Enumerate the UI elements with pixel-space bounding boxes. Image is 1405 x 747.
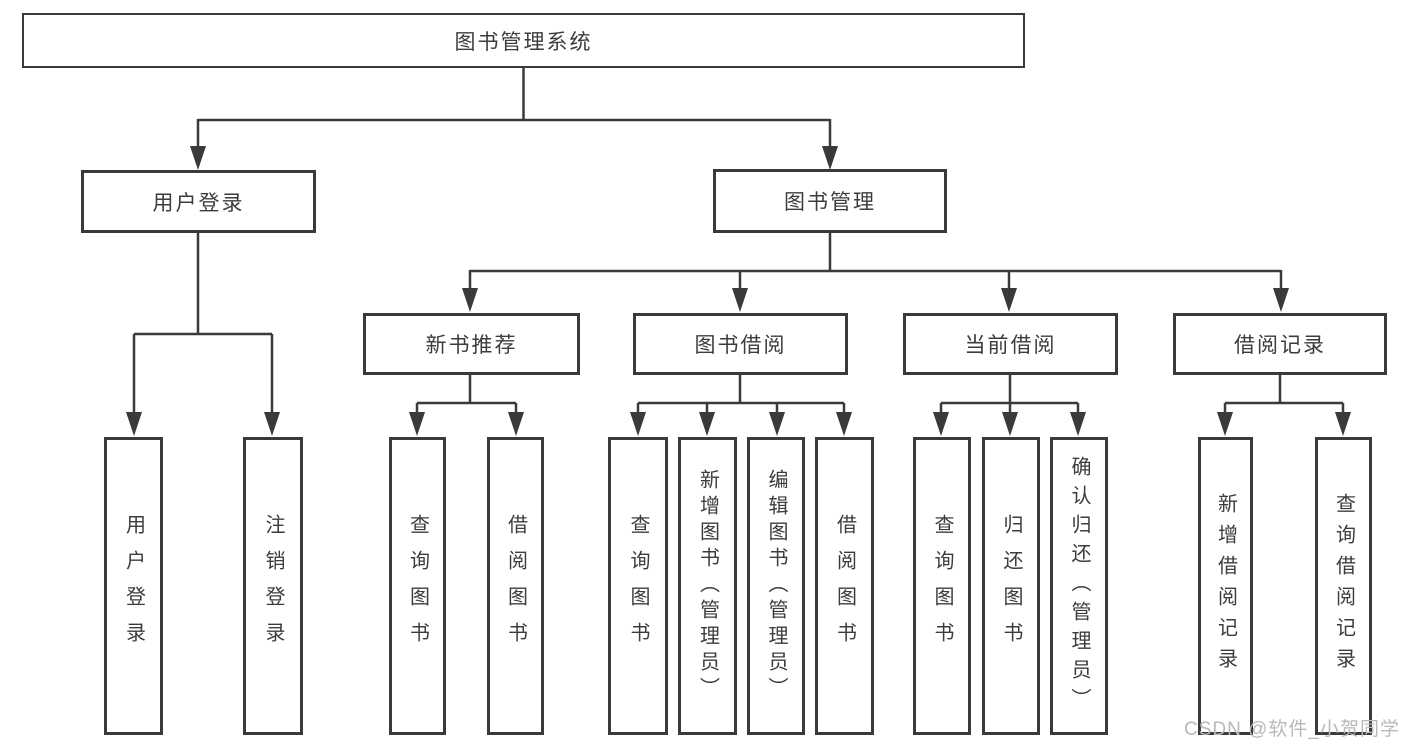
arrowhead [508,412,524,436]
leaf-label: 查询图书 [406,514,429,658]
leaf-query-books-borrow: 查询图书 [608,437,668,735]
arrowhead [822,146,838,170]
leaf-label: 借阅图书 [504,514,527,658]
leaf-logout: 注销登录 [243,437,303,735]
arrowheads [126,146,1351,436]
leaf-label: 确认归还（管理员） [1068,455,1090,717]
node-book-management: 图书管理 [713,169,947,233]
leaf-borrow-books: 借阅图书 [815,437,874,735]
leaf-query-books-recommend: 查询图书 [389,437,446,735]
arrowhead [1002,412,1018,436]
arrowhead [409,412,425,436]
arrowhead [1217,412,1233,436]
leaf-label: 编辑图书（管理员） [765,469,787,703]
leaf-query-borrow-record: 查询借阅记录 [1315,437,1372,735]
arrowhead [732,288,748,312]
node-label: 借阅记录 [1234,334,1326,357]
arrowhead [836,412,852,436]
node-label: 用户登录 [152,191,245,215]
node-label: 图书借阅 [694,334,787,357]
leaf-label: 查询图书 [931,514,953,658]
arrowhead [462,288,478,312]
node-library-management-system: 图书管理系统 [22,13,1025,68]
arrowhead [1335,412,1351,436]
node-new-book-recommend: 新书推荐 [363,313,580,375]
leaf-edit-books-admin: 编辑图书（管理员） [747,437,805,735]
leaf-add-books-admin: 新增图书（管理员） [678,437,737,735]
node-label: 图书管理 [784,191,876,214]
leaf-label: 归还图书 [1000,514,1022,658]
leaf-borrow-books-recommend: 借阅图书 [487,437,544,735]
arrowhead [699,412,715,436]
arrowhead [933,412,949,436]
arrowhead [769,412,785,436]
arrowhead [1001,288,1017,312]
leaf-query-books-current: 查询图书 [913,437,971,735]
node-label: 当前借阅 [964,334,1057,357]
node-borrow-records: 借阅记录 [1173,313,1387,375]
arrowhead [190,146,206,170]
leaf-label: 查询借阅记录 [1332,493,1355,679]
leaf-confirm-return-admin: 确认归还（管理员） [1050,437,1108,735]
leaf-label: 用户登录 [122,514,145,658]
leaf-return-books: 归还图书 [982,437,1040,735]
node-label: 新书推荐 [425,334,518,357]
node-current-borrow: 当前借阅 [903,313,1118,375]
arrowhead [630,412,646,436]
leaf-label: 新增图书（管理员） [696,469,719,703]
node-label: 图书管理系统 [454,30,593,54]
leaf-label: 查询图书 [627,514,649,658]
arrowhead [264,412,280,436]
node-book-borrow: 图书借阅 [633,313,848,375]
node-user-login: 用户登录 [81,170,316,233]
leaf-label: 新增借阅记录 [1214,493,1237,679]
arrowhead [1273,288,1289,312]
leaf-label: 借阅图书 [833,514,856,658]
arrowhead [1070,412,1086,436]
leaf-user-login: 用户登录 [104,437,163,735]
csdn-watermark: CSDN @软件_小贺同学 [1184,719,1400,740]
leaf-add-borrow-record: 新增借阅记录 [1198,437,1253,735]
leaf-label: 注销登录 [262,514,284,658]
arrowhead [126,412,142,436]
